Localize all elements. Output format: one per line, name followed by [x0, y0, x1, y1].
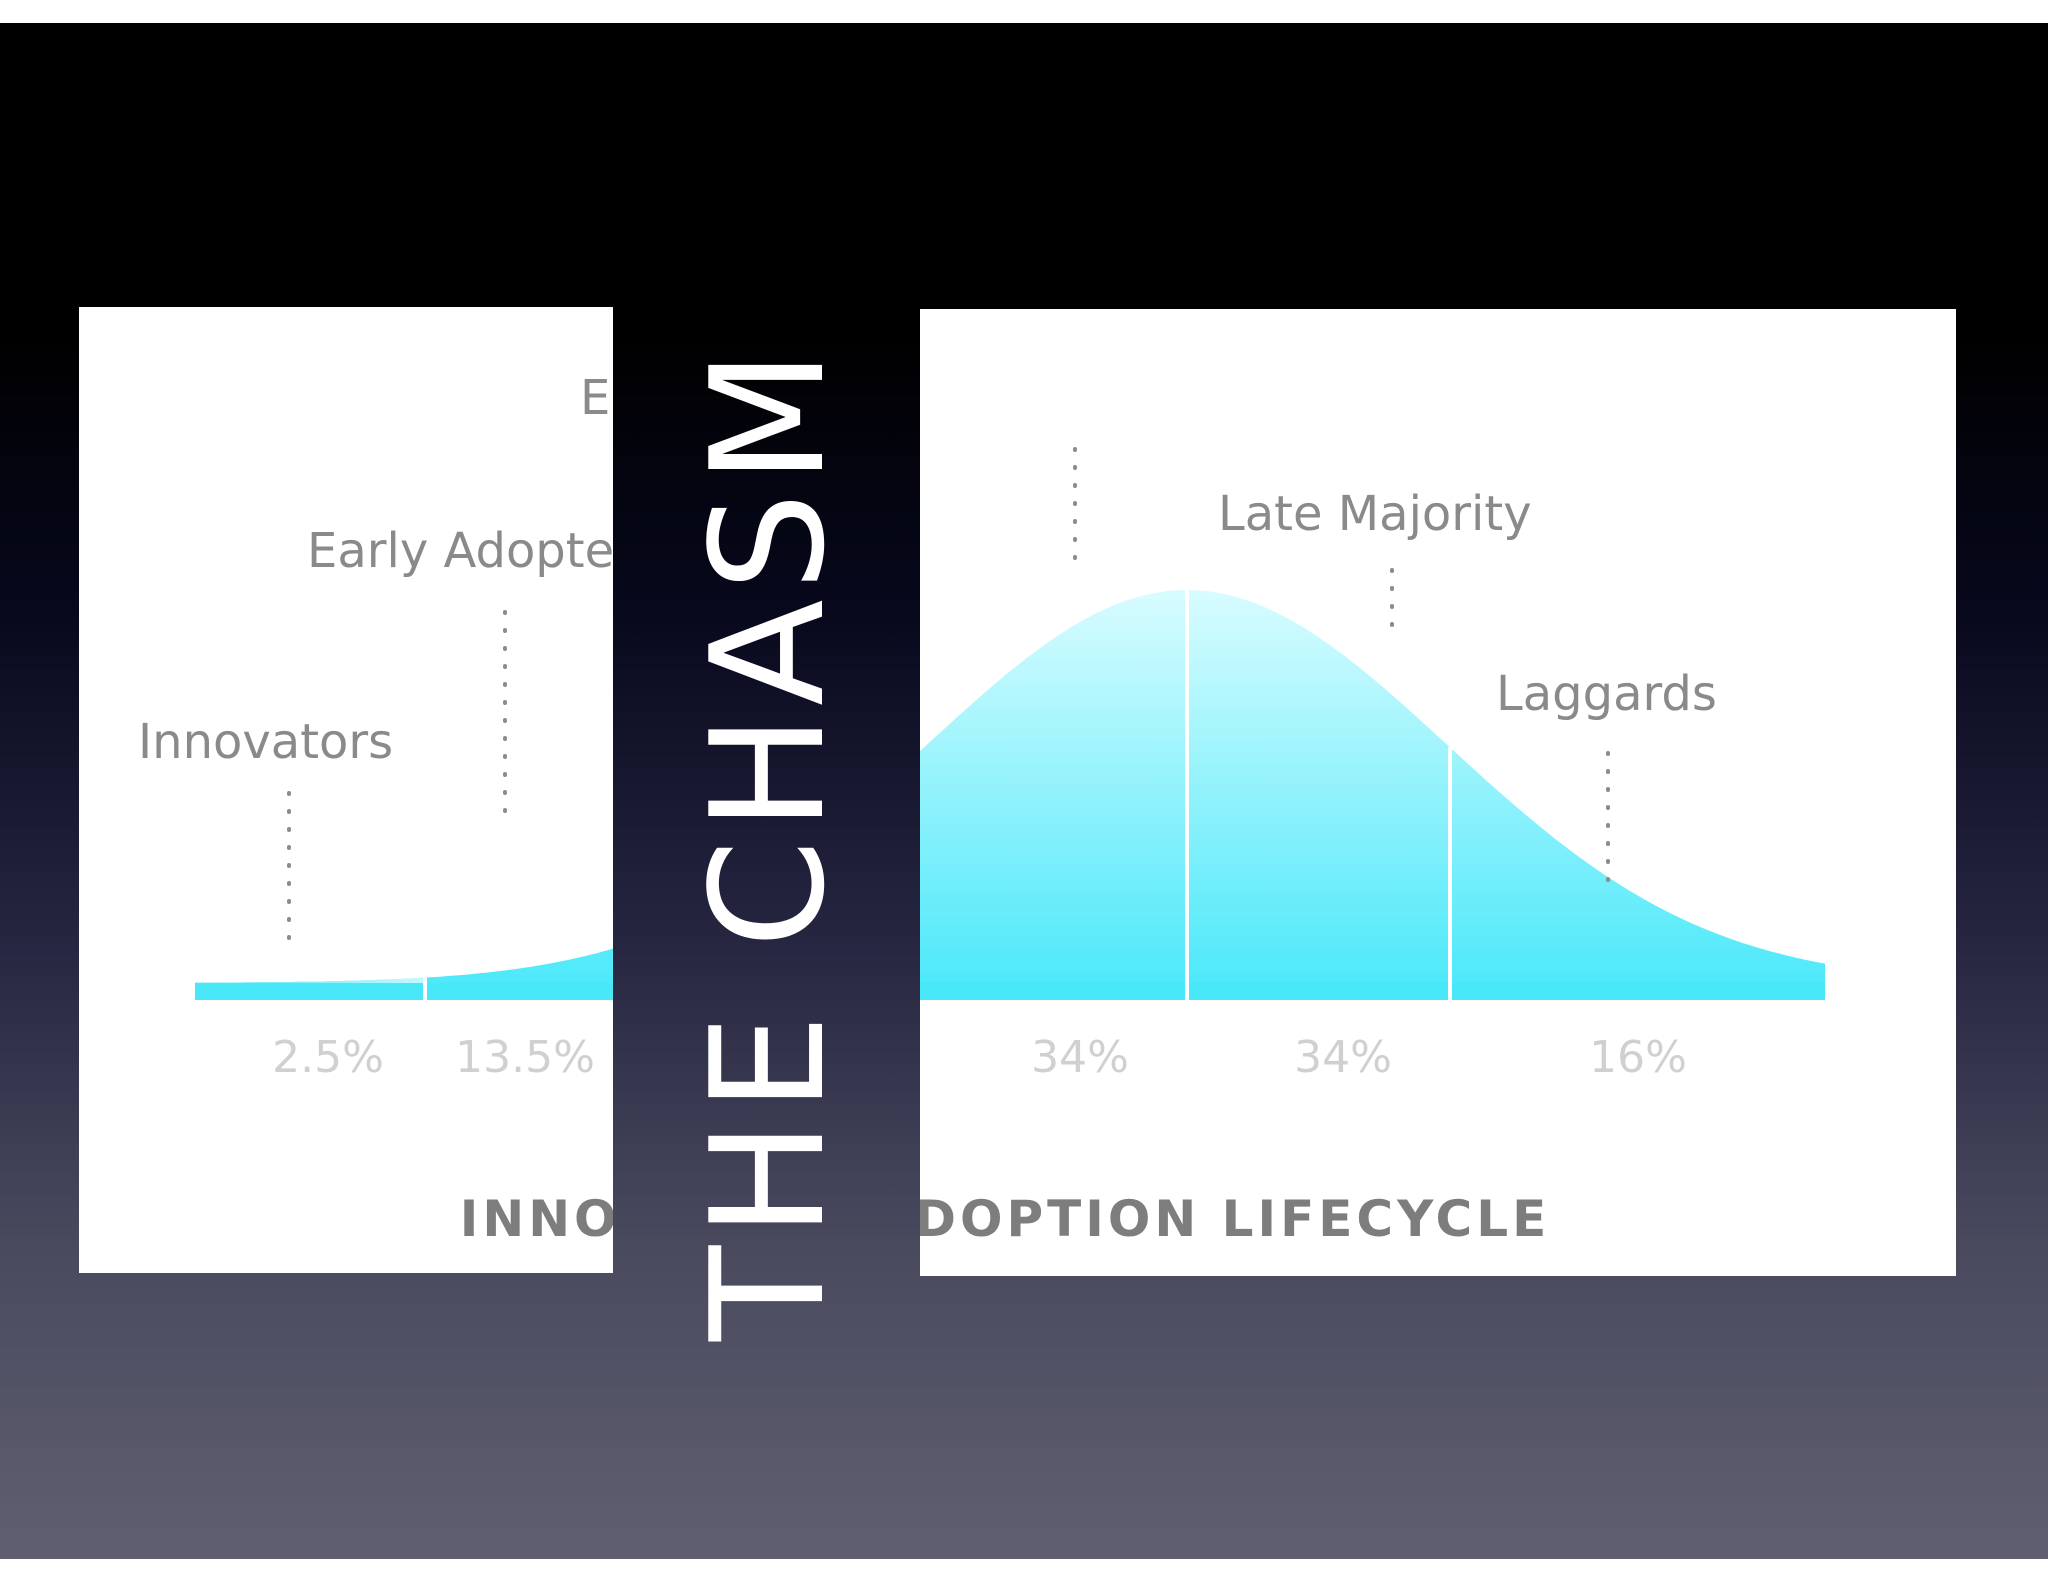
segment-percent-2: 13.5% — [455, 1032, 595, 1083]
curve-baseline — [920, 983, 1825, 1000]
segment-label-5: Laggards — [1496, 666, 1717, 722]
segment-label-1: Innovators — [138, 714, 393, 770]
bell-curve-area — [920, 590, 1825, 1000]
diagram-title: INNOVATION ADOPTION LIFECYCLE — [920, 1190, 1550, 1248]
slide: Innovators 2.5% Early Adopters 13.5% Early M… — [0, 23, 2048, 1559]
segment-label-3: Early Majority — [580, 370, 613, 426]
adoption-diagram-left: Innovators 2.5% Early Adopters 13.5% Early M… — [138, 370, 613, 1248]
segment-percent-4: 34% — [1294, 1032, 1392, 1083]
diagram-panel-left: Innovators 2.5% Early Adopters 13.5% Early M… — [79, 307, 613, 1273]
segment-label-2: Early Adopters — [307, 523, 613, 579]
bell-curve-area — [195, 948, 613, 1000]
segment-percent-5: 16% — [1589, 1032, 1687, 1083]
chasm-title: THE CHASM — [677, 341, 859, 1341]
segment-label-4: Late Majority — [1218, 486, 1532, 542]
segment-percent-1: 2.5% — [272, 1032, 384, 1083]
segment-percent-3: 34% — [1031, 1032, 1129, 1083]
diagram-title: INNOVATION ADOPTION LIFECYCLE — [460, 1190, 613, 1248]
curve-baseline — [195, 983, 613, 1000]
